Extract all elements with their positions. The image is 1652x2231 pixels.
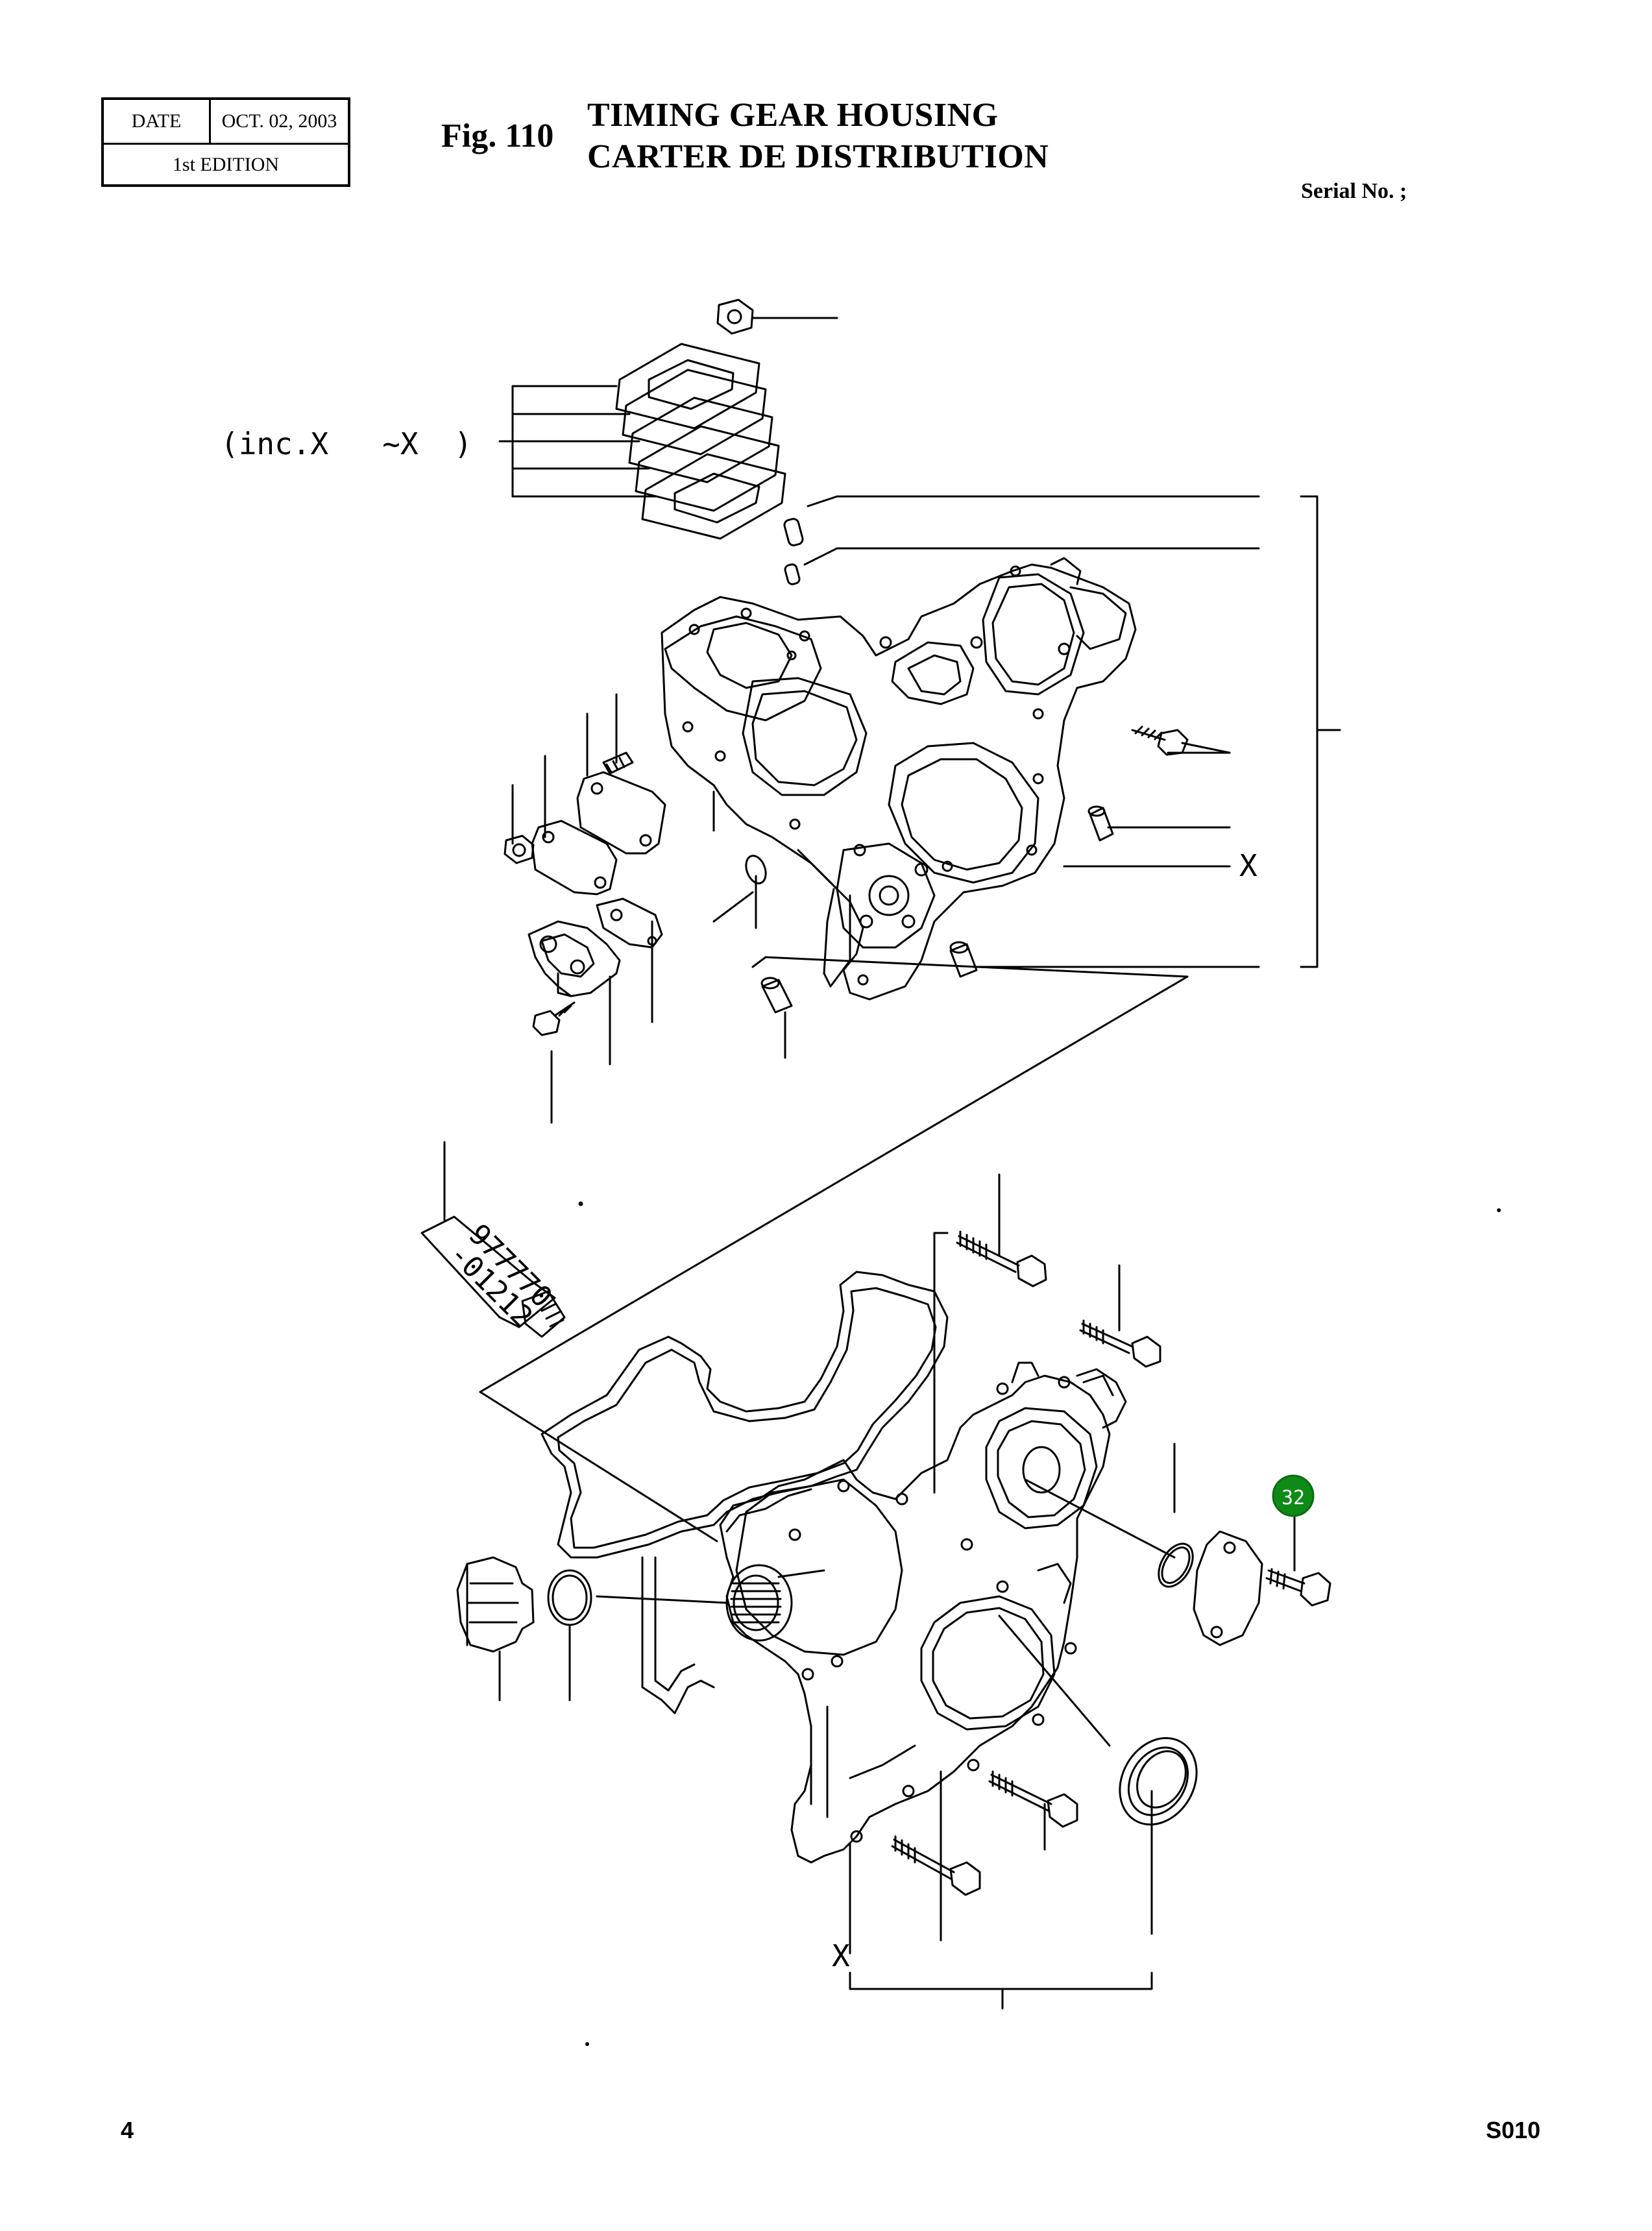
sealant-tube: 977770 -01212 [420, 1141, 566, 1338]
serial-number-label: Serial No. ; [1301, 179, 1407, 203]
edition-label: 1st EDITION [172, 154, 280, 175]
lower-cover [719, 1361, 1127, 1864]
document-code: S010 [1486, 2117, 1541, 2143]
cover-plate-lower-right [1193, 1530, 1263, 1646]
oring-small-upper [745, 855, 767, 884]
oring-lower-right [1158, 1542, 1194, 1588]
cap-lower-left [456, 1556, 535, 1701]
callout-label[interactable]: 32 [1282, 1487, 1305, 1509]
gasket-stack [615, 343, 786, 540]
top-nut [716, 299, 838, 335]
date-edition-box: DATE OCT. 02, 2003 1st EDITION [101, 97, 350, 187]
inc-note: (inc.X ~X ) [221, 426, 472, 461]
bolt-lower-bottom [891, 1835, 981, 1896]
page-number: 4 [121, 2117, 134, 2143]
date-value: OCT. 02, 2003 [221, 110, 337, 132]
left-upper-leaders [511, 693, 786, 1124]
pin-left-bottom [760, 977, 793, 1014]
sleeve-lower-right [949, 941, 981, 978]
bolt-upper-right [1131, 725, 1231, 756]
bolt-lower-top-1 [956, 1230, 1047, 1287]
lower-gasket [541, 1271, 949, 1714]
bolt-lower-top-2 [1079, 1319, 1161, 1368]
upper-right-leaders [803, 495, 1341, 968]
bolt-callout-32 [1265, 1514, 1331, 1607]
cover-plate-left [576, 771, 666, 855]
date-label: DATE [104, 100, 211, 143]
nut-left [504, 835, 535, 864]
gasket-left [531, 820, 618, 896]
sleeve-upper-right [1087, 805, 1117, 842]
threaded-port [596, 1564, 825, 1642]
callout-badge[interactable]: 32 [1272, 1474, 1315, 1517]
bolt-lower-mid [988, 1770, 1078, 1828]
gasket-leader-bracket [498, 385, 657, 498]
bolt-oilpump [532, 1001, 576, 1036]
oil-seal-lower-right [1119, 1737, 1198, 1826]
gasket-oilpump [596, 897, 663, 949]
oring-large-lower-left [547, 1569, 592, 1701]
title-english: TIMING GEAR HOUSING [587, 97, 999, 134]
figure-number: Fig. 110 [441, 117, 554, 154]
date-row: DATE OCT. 02, 2003 [104, 100, 348, 145]
dowel-pins-top [783, 518, 804, 585]
marker-x-lower: X [832, 1938, 850, 1973]
marker-x-upper: X [1239, 848, 1257, 883]
oil-pump [528, 920, 621, 997]
stud-left [602, 751, 634, 775]
upper-housing [661, 557, 1137, 1001]
title-french: CARTER DE DISTRIBUTION [587, 138, 1049, 175]
